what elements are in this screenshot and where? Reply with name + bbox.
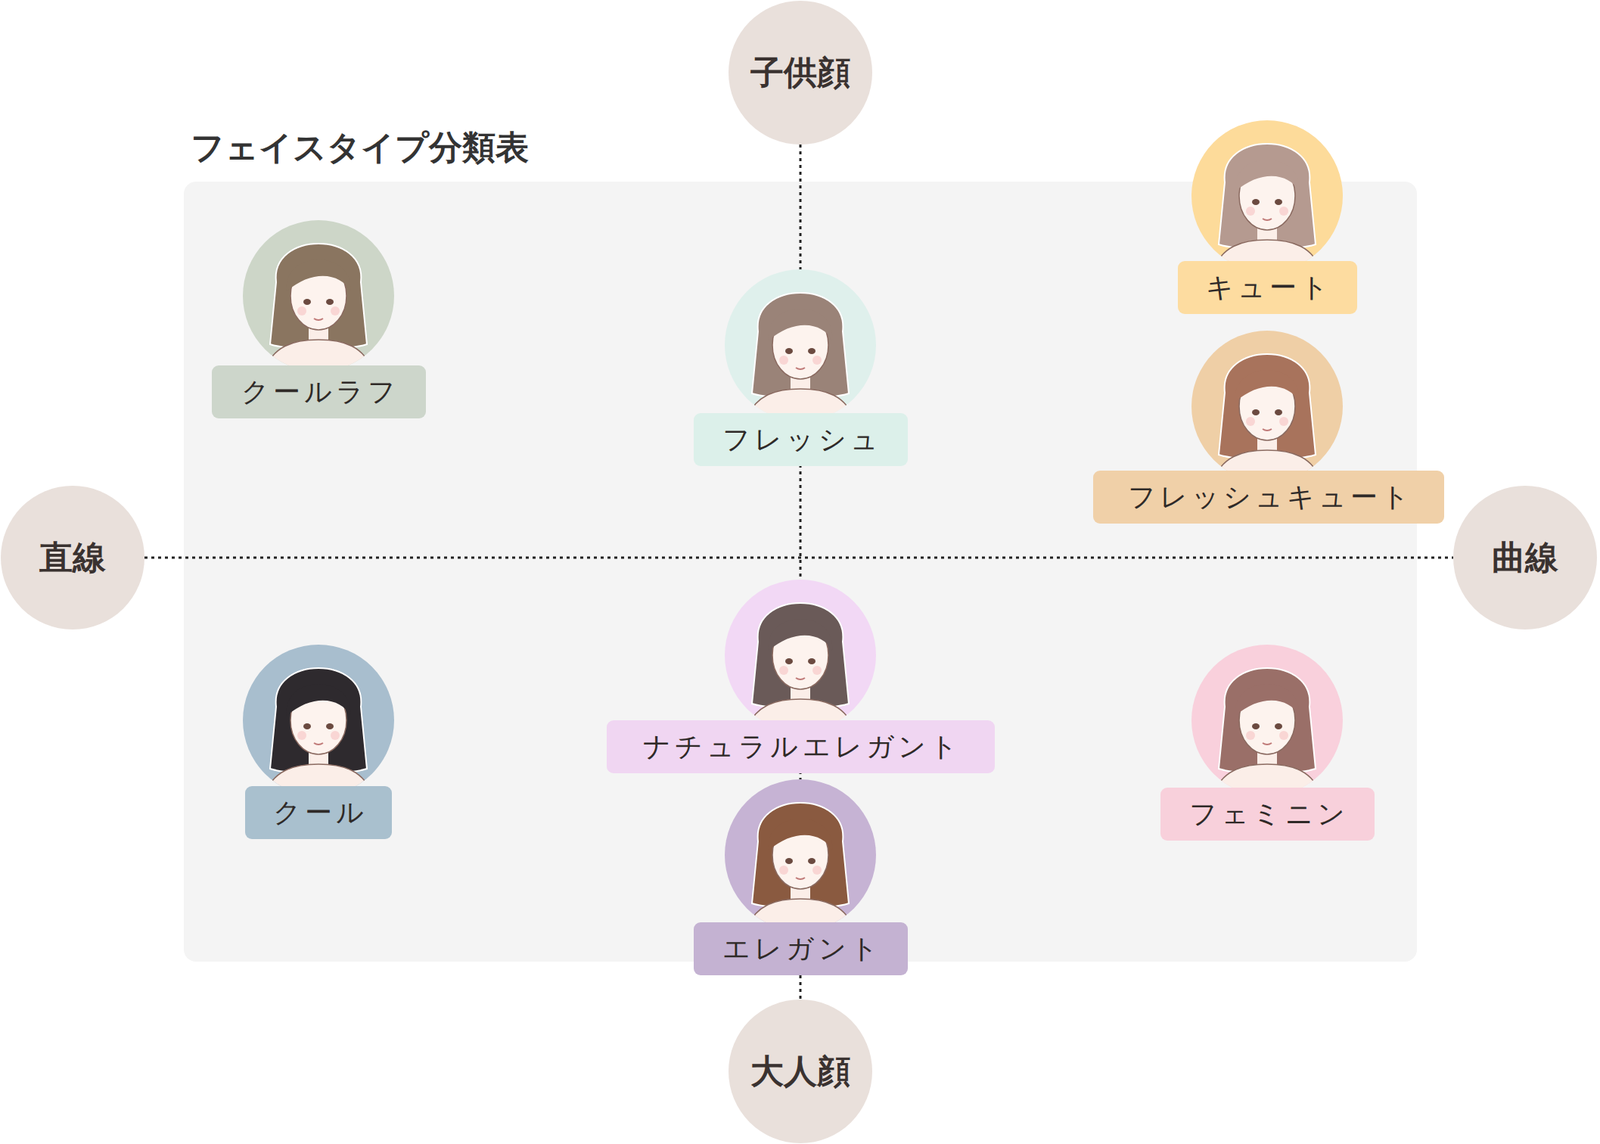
face-feminine — [1212, 667, 1322, 798]
axis-label: 直線 — [39, 535, 106, 581]
type-label: フェミニン — [1160, 787, 1375, 841]
face-fresh-cute — [1212, 354, 1322, 484]
type-name: クールラフ — [237, 373, 400, 411]
type-label: フレッシュ — [693, 413, 908, 467]
type-name: キュート — [1202, 269, 1333, 307]
face-elegant — [745, 802, 855, 933]
type-name: フレッシュキュート — [1124, 478, 1414, 516]
type-name: ナチュラルエレガント — [639, 728, 961, 766]
type-name: フェミニン — [1185, 795, 1349, 833]
axis-label: 大人顔 — [750, 1049, 851, 1094]
type-label: クール — [245, 786, 392, 839]
axis-line — [144, 556, 1454, 560]
type-label: クールラフ — [211, 365, 426, 419]
axis-circle-fill — [1453, 485, 1597, 630]
face-cool-rough — [264, 243, 373, 373]
type-name: エレガント — [718, 930, 882, 968]
type-label: キュート — [1177, 260, 1358, 314]
face-cute — [1212, 143, 1322, 274]
axis-circle: 大人顔 — [728, 999, 873, 1144]
type-label: ナチュラルエレガント — [606, 720, 995, 774]
type-name: フレッシュ — [718, 421, 882, 459]
type-label: エレガント — [693, 922, 908, 976]
axis-circle: 曲線 — [1453, 485, 1597, 630]
axis-circle-fill — [0, 485, 145, 630]
face-natural-elegant — [745, 602, 855, 733]
chart-panel — [183, 181, 1417, 962]
axis-label: 曲線 — [1491, 535, 1559, 581]
type-name: クール — [269, 794, 368, 832]
axis-circle: 子供顔 — [728, 0, 873, 145]
type-label: フレッシュキュート — [1093, 470, 1445, 524]
axis-label: 子供顔 — [750, 50, 851, 96]
face-fresh — [745, 292, 855, 423]
diagram-title: フェイスタイプ分類表 — [190, 125, 529, 171]
axis-circle-fill — [728, 0, 873, 145]
axis-circle: 直線 — [0, 485, 145, 630]
face-cool — [264, 667, 373, 798]
axis-circle-fill — [728, 999, 873, 1144]
